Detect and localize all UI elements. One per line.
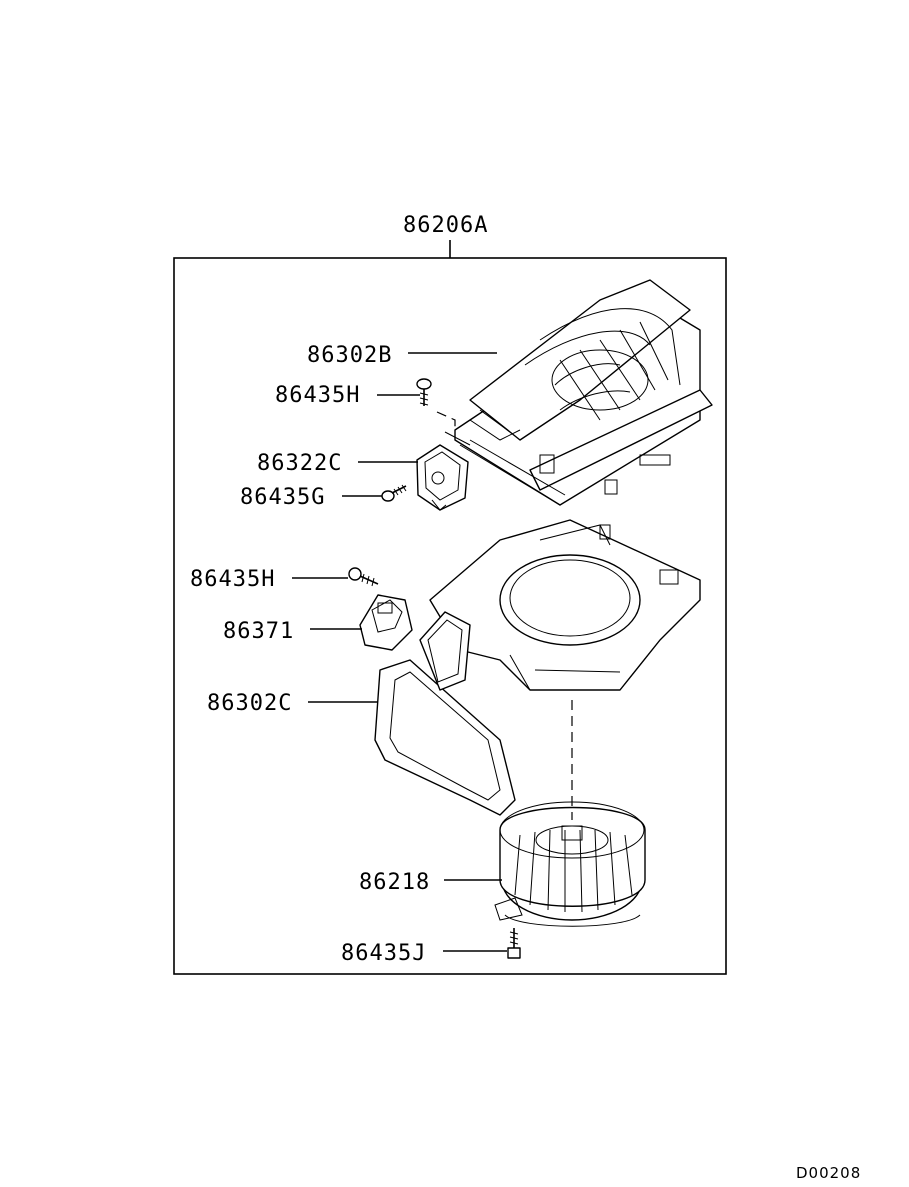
screw-actuator-drawing — [381, 484, 407, 502]
callout-label-screw-motor[interactable]: 86435J — [341, 941, 426, 966]
blower-case-lower-drawing — [374, 519, 701, 816]
drawing-code: D00208 — [796, 1164, 861, 1182]
callout-label-resistor[interactable]: 86371 — [223, 619, 294, 644]
screw-upper-drawing — [416, 378, 432, 406]
assembly-label[interactable]: 86206A — [403, 213, 488, 238]
callout-label-blower-fan-motor[interactable]: 86218 — [359, 870, 430, 895]
assembly-frame — [173, 257, 727, 975]
callout-label-screw-middle[interactable]: 86435H — [190, 567, 275, 592]
screw-middle-drawing — [348, 567, 379, 587]
actuator-drawing — [416, 444, 469, 511]
callout-label-screw-upper[interactable]: 86435H — [275, 383, 360, 408]
callout-label-blower-case-upper[interactable]: 86302B — [307, 343, 392, 368]
callout-label-actuator[interactable]: 86322C — [257, 451, 342, 476]
callout-label-screw-actuator[interactable]: 86435G — [240, 485, 325, 510]
resistor-drawing — [359, 594, 413, 651]
blower-fan-motor-drawing — [494, 700, 646, 927]
callout-label-blower-case-lower[interactable]: 86302C — [207, 691, 292, 716]
blower-case-upper-drawing — [436, 279, 713, 506]
screw-motor-drawing — [507, 928, 521, 959]
